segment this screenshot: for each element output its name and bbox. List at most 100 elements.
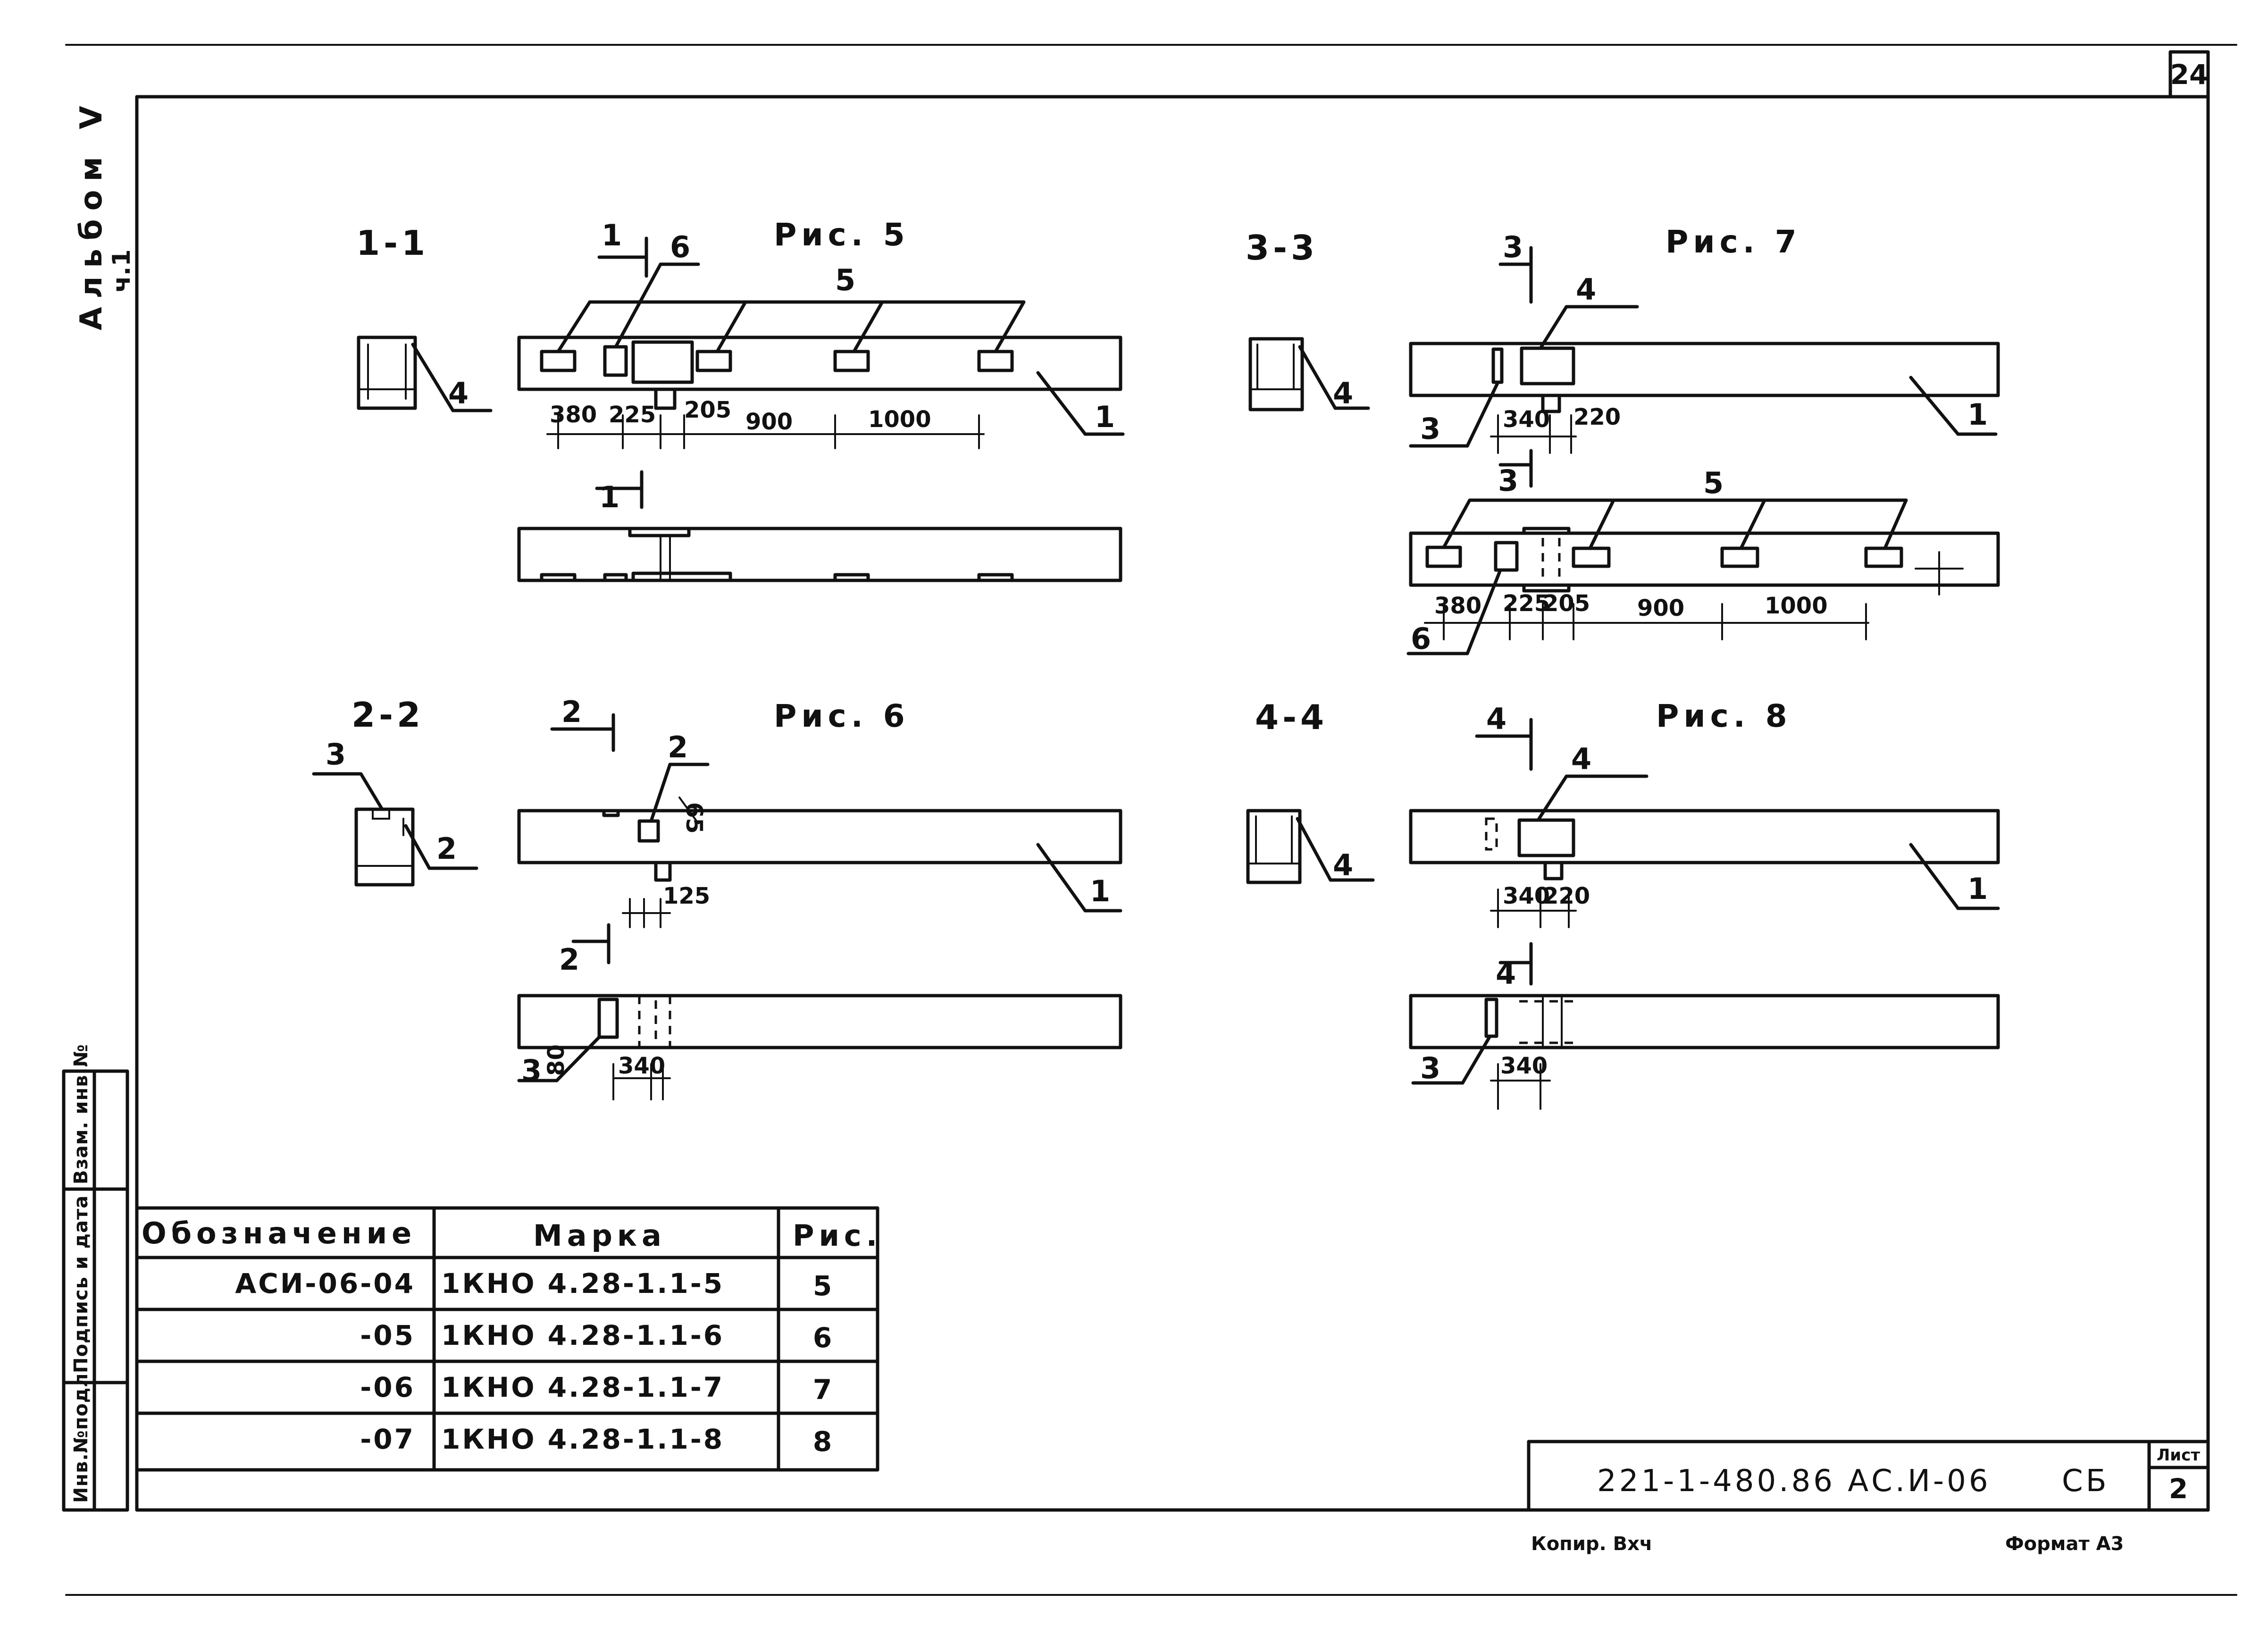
dim-220-fig8: 220 <box>1543 883 1590 909</box>
dim-340-fig7: 340 <box>1503 406 1550 433</box>
dim-380-fig7: 380 <box>1434 593 1481 619</box>
callout-4-fig8: 4 <box>1571 742 1591 776</box>
spec-table: Обозначение Марка Рис. АСИ-06-04 1КНО 4.… <box>135 1206 882 1472</box>
spec-row-1-mark: 1КНО 4.28-1.1-5 <box>441 1267 724 1300</box>
sheet-label: Лист <box>2157 1446 2200 1465</box>
footer-copied: Копир. Вхч <box>1531 1533 1652 1555</box>
spec-row-2-mark: 1КНО 4.28-1.1-6 <box>441 1319 724 1351</box>
dim-80-fig6: 80 <box>543 1044 569 1076</box>
stamp-inv-orig: Инв.№подл <box>70 1373 92 1503</box>
callout-2-fig6: 2 <box>668 730 688 764</box>
cut-mark-3-top: 3 <box>1503 230 1523 264</box>
spec-row-2-designation: -05 <box>360 1319 415 1351</box>
dim-380-fig5: 380 <box>550 402 597 428</box>
callout-4-fig7: 4 <box>1576 272 1596 307</box>
cut-mark-1-top: 1 <box>602 218 622 252</box>
fig5-beam-plan <box>517 335 1122 391</box>
footer-format: Формат А3 <box>2005 1533 2124 1555</box>
fig8-beam-elevation <box>1409 994 2000 1049</box>
figure-5: Рис. 5 1-1 4 1 5 6 1 <box>356 217 1125 582</box>
figure-7: Рис. 7 3-3 4 3 4 1 3 340 220 <box>1246 224 2000 656</box>
callout-5-fig5: 5 <box>835 263 855 297</box>
callout-6-fig7: 6 <box>1411 621 1431 656</box>
drawing-frame <box>135 95 2210 1512</box>
dim-340-fig8-elev: 340 <box>1500 1053 1548 1079</box>
figure-8-caption: Рис. 8 <box>1656 698 1792 734</box>
stamp-replace-inv: Взам. инв.№ <box>70 1044 92 1184</box>
spec-row-1-figure: 5 <box>813 1270 834 1302</box>
dim-1000-fig5: 1000 <box>868 406 931 433</box>
figure-6-caption: Рис. 6 <box>774 698 910 734</box>
spec-header-figure: Рис. <box>793 1218 882 1253</box>
spec-row-4-designation: -07 <box>360 1423 415 1455</box>
section-4-4-label: 4-4 <box>1255 697 1328 737</box>
section-1-1-label: 1-1 <box>356 223 429 263</box>
spec-row-3-figure: 7 <box>813 1374 834 1406</box>
spec-row-3-designation: -06 <box>360 1371 415 1403</box>
figure-6: Рис. 6 2-2 3 2 2 2 65 1 125 <box>312 695 1122 1100</box>
album-part: ч.1 <box>108 249 136 293</box>
album-label: Альбом V ч.1 <box>74 97 136 330</box>
spec-row-4-figure: 8 <box>813 1426 834 1458</box>
section-1-1-profile <box>357 335 417 410</box>
callout-3-fig6: 3 <box>326 737 346 772</box>
section-3-3-label: 3-3 <box>1246 228 1318 268</box>
callout-5-fig7: 5 <box>1703 466 1724 500</box>
callout-4-fig8-section: 4 <box>1333 848 1353 882</box>
cut-mark-1-bottom: 1 <box>599 480 619 514</box>
spec-row-2-figure: 6 <box>813 1322 834 1354</box>
sheet-number: 24 <box>2170 59 2209 91</box>
drawing-code: 221-1-480.86 АС.И-06 <box>1597 1464 1991 1499</box>
fig6-beam-elevation <box>517 994 1122 1049</box>
callout-1-fig7: 1 <box>1967 397 1988 432</box>
cut-mark-3-bottom: 3 <box>1498 463 1518 498</box>
cut-mark-2-top: 2 <box>561 695 582 729</box>
dim-225-fig7: 225 <box>1503 590 1550 617</box>
fig7-beam-elevation <box>1409 531 2000 587</box>
callout-3-fig7: 3 <box>1420 411 1440 446</box>
fig6-beam-plan <box>517 809 1122 864</box>
dim-65-fig6: 65 <box>681 802 707 834</box>
cut-mark-2-bottom: 2 <box>559 942 579 977</box>
dim-225-fig5: 225 <box>609 402 656 428</box>
spec-row-4-mark: 1КНО 4.28-1.1-8 <box>441 1423 724 1455</box>
dim-205-fig5: 205 <box>684 397 731 423</box>
figure-8: Рис. 8 4-4 4 4 4 1 340 220 4 <box>1246 697 2000 1110</box>
spec-header-mark: Марка <box>533 1218 666 1253</box>
callout-1-fig5: 1 <box>1095 400 1115 434</box>
dim-1000-fig7: 1000 <box>1765 593 1828 619</box>
spec-row-1-designation: АСИ-06-04 <box>235 1267 415 1300</box>
section-2-2-label: 2-2 <box>351 695 424 735</box>
stamp-signature-date: Подпись и дата <box>70 1195 92 1373</box>
dim-220-fig7: 220 <box>1573 404 1621 430</box>
section-4-4-profile <box>1246 809 1302 884</box>
sheet-number-box: 24 <box>2168 50 2210 99</box>
callout-3-fig8: 3 <box>1420 1051 1440 1085</box>
title-block: 221-1-480.86 АС.И-06 СБ Лист 2 <box>1527 1440 2210 1512</box>
callout-4-fig7-section: 4 <box>1333 376 1353 411</box>
callout-4-fig5: 4 <box>448 376 469 411</box>
dim-205-fig7: 205 <box>1543 590 1590 617</box>
spec-header-designation: Обозначение <box>142 1216 416 1250</box>
dim-340-fig6: 340 <box>618 1053 665 1079</box>
callout-1-fig6: 1 <box>1090 874 1110 908</box>
cut-mark-4-top: 4 <box>1486 702 1506 736</box>
fig5-beam-elevation <box>517 527 1122 582</box>
fig8-beam-plan <box>1409 809 2000 864</box>
side-stamp-strip: Инв.№подл Подпись и дата Взам. инв.№ <box>62 1044 129 1512</box>
dim-900-fig5: 900 <box>745 409 793 435</box>
dim-125-fig6: 125 <box>663 883 710 909</box>
section-3-3-profile <box>1248 337 1304 411</box>
figure-7-caption: Рис. 7 <box>1665 224 1801 260</box>
spec-row-3-mark: 1КНО 4.28-1.1-7 <box>441 1371 724 1403</box>
drawing-stage: СБ <box>2062 1464 2109 1499</box>
dim-340-fig8: 340 <box>1503 883 1550 909</box>
dim-900-fig7: 900 <box>1637 595 1684 621</box>
sheet-index: 2 <box>2169 1473 2188 1505</box>
figure-5-caption: Рис. 5 <box>774 217 910 253</box>
cut-mark-4-bottom: 4 <box>1496 956 1516 991</box>
callout-1-fig8: 1 <box>1967 872 1988 906</box>
callout-3-fig6-elev: 3 <box>521 1053 542 1088</box>
callout-2-fig6-section: 2 <box>436 831 457 866</box>
